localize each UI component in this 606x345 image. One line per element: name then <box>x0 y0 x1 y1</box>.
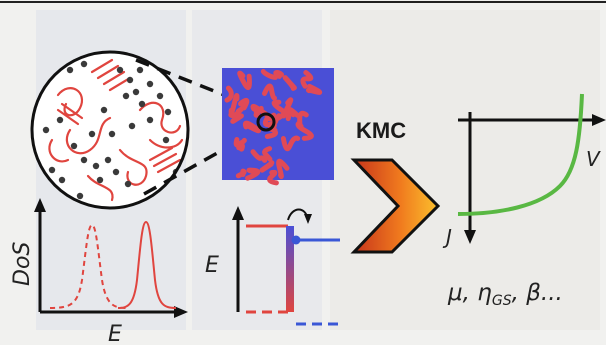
donor-domain <box>228 106 244 119</box>
donor-domain <box>237 70 252 91</box>
polymer-chain <box>48 138 70 163</box>
acceptor-particle <box>48 166 56 174</box>
donor-domain <box>228 93 240 116</box>
acceptor-particle <box>162 136 170 144</box>
dos-peak-solid <box>117 220 177 309</box>
acceptor-particle <box>96 176 104 184</box>
acceptor-particle <box>138 100 146 108</box>
acceptor-particle <box>124 180 132 188</box>
crystalline-stack <box>90 58 114 74</box>
jv-y-axis-label: J <box>442 225 452 249</box>
donor-domain <box>250 149 268 163</box>
acceptor-particle <box>80 60 88 68</box>
jv-plot: V J <box>442 93 606 249</box>
crystalline-stack <box>60 102 84 120</box>
crystalline-stack <box>152 152 178 168</box>
transition-bar <box>286 226 294 312</box>
acceptor-particle <box>126 76 134 84</box>
donor-domain <box>253 105 264 118</box>
donor-domain <box>259 160 275 173</box>
kmc-label: KMC <box>356 118 406 143</box>
jv-x-axis-label: V <box>586 147 601 171</box>
acceptor-particle <box>100 106 108 114</box>
polymer-chain <box>86 174 114 202</box>
acceptor-particle <box>146 80 154 88</box>
crystalline-stack <box>156 158 182 174</box>
output-quantities: μ, ηGS, β... <box>447 280 563 309</box>
crystalline-stack <box>108 76 132 92</box>
polymer-chain <box>138 101 182 134</box>
acceptor-particle <box>108 130 116 138</box>
crystalline-stack <box>102 70 126 86</box>
acceptor-particle <box>136 66 144 74</box>
donor-domain <box>300 70 314 89</box>
donor-domain <box>273 70 284 79</box>
acceptor-particle <box>76 192 84 200</box>
donor-domain <box>262 83 277 101</box>
donor-domain <box>267 169 279 186</box>
donor-domain <box>233 137 245 151</box>
dos-peak-dashed <box>49 223 127 309</box>
acceptor-particle <box>164 108 172 116</box>
acceptor-particle <box>70 142 78 150</box>
donor-domain <box>224 85 234 103</box>
donor-domain <box>230 113 244 124</box>
acceptor-particle <box>128 122 136 130</box>
polymer-chain <box>65 116 112 155</box>
acceptor-particle <box>156 92 164 100</box>
morphology-circle <box>30 50 190 210</box>
polymer-chain <box>148 138 184 149</box>
acceptor-particle <box>42 126 50 134</box>
donor-domain <box>287 107 300 118</box>
acceptor-particle <box>146 116 154 124</box>
zoom-origin-marker <box>256 112 276 132</box>
crystalline-stack <box>96 64 120 80</box>
donor-domain <box>273 110 292 122</box>
energy-level-diagram: E <box>205 206 340 326</box>
acceptor-particle <box>122 92 130 100</box>
polymer-chains <box>48 58 184 202</box>
acceptor-particle <box>116 66 124 74</box>
donor-domain <box>260 69 278 80</box>
dos-plot: DoS E <box>10 198 188 345</box>
donor-domain <box>276 158 290 180</box>
polymer-chain <box>56 87 83 117</box>
jv-curve <box>457 93 584 216</box>
acceptor-particle <box>58 176 66 184</box>
donor-domain <box>280 135 301 152</box>
acceptor-particle <box>80 156 88 164</box>
donor-domain <box>245 167 261 181</box>
blend-morphology-square <box>222 68 334 186</box>
acceptor-particle <box>92 162 100 170</box>
acceptor-particle <box>104 156 112 164</box>
donor-domain <box>297 110 309 129</box>
donor-domain <box>306 83 323 95</box>
dos-y-axis-label: DoS <box>10 242 35 286</box>
donor-domain <box>238 97 250 111</box>
kmc-chevron-arrow <box>350 158 441 254</box>
acceptor-particle <box>88 130 96 138</box>
donor-domain <box>235 168 247 179</box>
donor-domain <box>262 146 273 162</box>
donor-domain <box>242 120 262 134</box>
crystalline-stack <box>56 108 80 126</box>
dos-x-axis-label: E <box>108 322 122 345</box>
acceptor-particle <box>112 168 120 176</box>
electron-dot <box>291 235 301 245</box>
energy-axis-label: E <box>205 253 219 278</box>
acceptor-particle <box>66 66 74 74</box>
acceptor-particle <box>132 88 140 96</box>
acceptor-particle <box>56 116 64 124</box>
crystalline-stack <box>148 146 174 162</box>
donor-domain <box>282 75 297 91</box>
